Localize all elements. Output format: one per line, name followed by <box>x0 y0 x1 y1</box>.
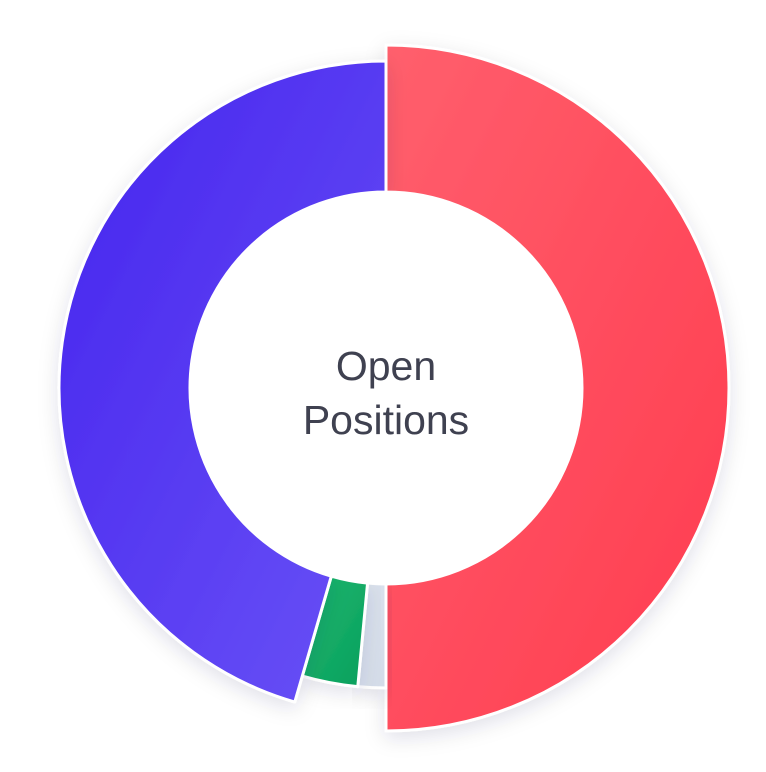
slices-layer <box>57 43 731 733</box>
center-label-line-1: Open <box>336 343 436 389</box>
donut-hole <box>189 191 583 585</box>
center-label-line-2: Positions <box>303 397 469 443</box>
